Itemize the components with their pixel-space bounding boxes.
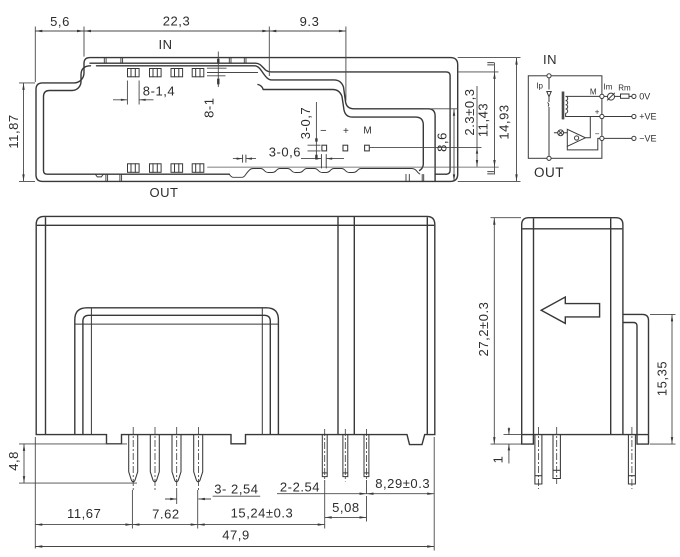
svg-text:3-0,7: 3-0,7: [298, 107, 313, 139]
svg-text:−: −: [320, 125, 326, 137]
svg-text:7.62: 7.62: [152, 507, 180, 522]
svg-text:0V: 0V: [639, 92, 650, 102]
svg-text:−: −: [595, 129, 600, 138]
svg-text:11,87: 11,87: [6, 114, 21, 148]
svg-text:8-1,4: 8-1,4: [143, 84, 175, 99]
svg-text:Rm: Rm: [618, 84, 631, 93]
svg-text:9.3: 9.3: [300, 14, 320, 29]
svg-text:15,24±0.3: 15,24±0.3: [231, 506, 294, 521]
svg-text:3- 2,54: 3- 2,54: [214, 482, 258, 497]
svg-text:M: M: [363, 126, 371, 137]
svg-text:8,29±0.3: 8,29±0.3: [375, 476, 430, 491]
svg-text:2.3±0,3: 2.3±0,3: [462, 88, 477, 135]
svg-text:Im: Im: [604, 83, 613, 92]
svg-text:IN: IN: [158, 37, 172, 52]
svg-text:5,08: 5,08: [332, 500, 360, 515]
svg-text:47,9: 47,9: [222, 528, 250, 543]
svg-text:14,93: 14,93: [496, 104, 511, 139]
svg-text:3-0,6: 3-0,6: [269, 145, 301, 160]
svg-text:M: M: [590, 88, 597, 97]
svg-text:−VE: −VE: [639, 134, 656, 144]
svg-text:15,35: 15,35: [655, 361, 670, 396]
svg-text:IN: IN: [543, 52, 557, 67]
svg-text:+: +: [343, 126, 349, 137]
svg-text:4,8: 4,8: [6, 451, 21, 471]
svg-text:11,43: 11,43: [476, 103, 491, 137]
svg-text:5,6: 5,6: [50, 14, 70, 29]
svg-text:22,3: 22,3: [163, 14, 191, 29]
svg-text:1: 1: [491, 456, 506, 464]
svg-text:+: +: [595, 108, 600, 117]
svg-text:2-2.54: 2-2.54: [280, 479, 320, 494]
svg-text:8,6: 8,6: [435, 132, 450, 152]
svg-text:+VE: +VE: [639, 112, 656, 122]
svg-text:27,2±0.3: 27,2±0.3: [476, 302, 491, 357]
svg-text:Ip: Ip: [536, 82, 543, 91]
svg-text:OUT: OUT: [149, 185, 178, 200]
svg-text:OUT: OUT: [534, 165, 564, 180]
svg-text:11,67: 11,67: [67, 506, 101, 521]
svg-text:8-1: 8-1: [202, 97, 217, 117]
